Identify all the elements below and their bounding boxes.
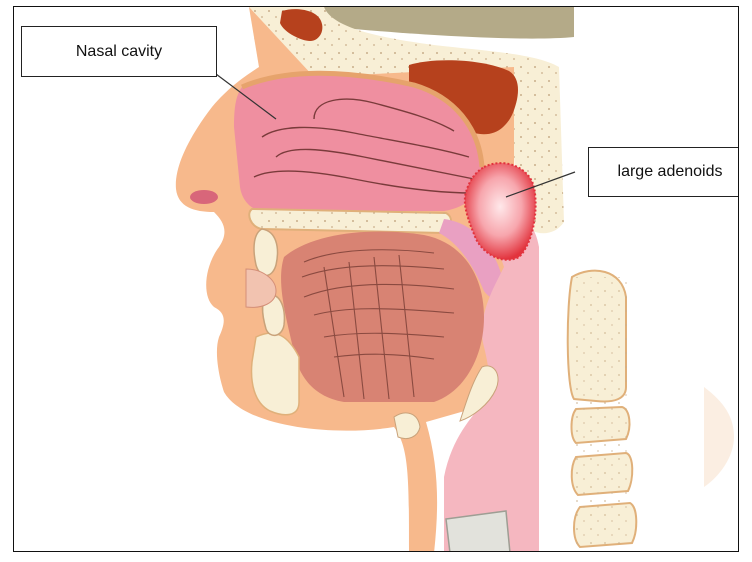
large-adenoids-label-text: large adenoids <box>618 163 723 181</box>
figure-frame: Nasal cavity large adenoids <box>13 6 739 552</box>
large-adenoids-label: large adenoids <box>588 147 739 197</box>
tongue <box>281 231 484 402</box>
nostril <box>190 190 218 204</box>
anatomy-illustration <box>14 7 739 552</box>
nasal-cavity-label: Nasal cavity <box>21 26 217 77</box>
trachea <box>446 511 510 552</box>
hyoid-bone <box>394 413 420 439</box>
upper-teeth <box>254 229 277 276</box>
nasal-cavity-label-text: Nasal cavity <box>76 43 162 61</box>
